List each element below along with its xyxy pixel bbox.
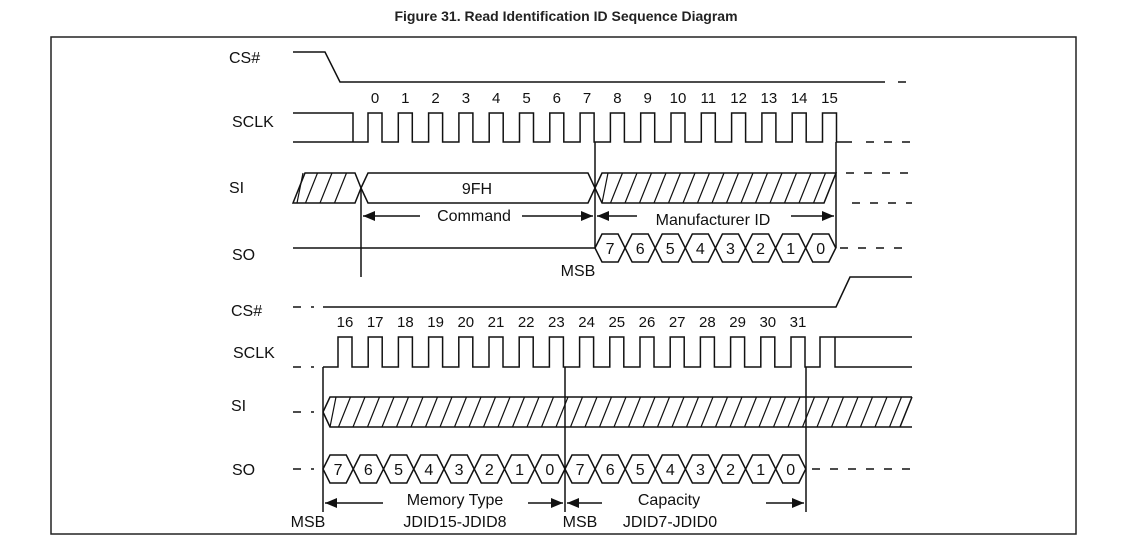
row1-clock-number: 0	[371, 90, 379, 107]
row2-clock-number: 29	[729, 314, 746, 331]
row1-so-bit-label: 0	[816, 241, 825, 258]
row2-so-capacity-bit-label: 1	[756, 462, 765, 479]
row2-clock-number: 19	[427, 314, 444, 331]
row2-so-capacity-bit-label: 7	[576, 462, 585, 479]
row1-so-bit-label: 3	[726, 241, 735, 258]
row1-cs-label: CS#	[229, 50, 260, 67]
row2-so-capacity-bit-label: 5	[636, 462, 645, 479]
row2-so-memtype-bit-label: 0	[545, 462, 554, 479]
row1-si-dontcare-bus	[594, 172, 838, 204]
row2-clock-number: 22	[518, 314, 535, 331]
row2-clock-number: 30	[759, 314, 776, 331]
row2-so-capacity-bit-label: 2	[726, 462, 735, 479]
row2-clock-number: 27	[669, 314, 686, 331]
row1-sclk-label: SCLK	[232, 114, 274, 131]
row2-sclk-label: SCLK	[233, 345, 275, 362]
row1-so-bit-label: 2	[756, 241, 765, 258]
row2-so-memtype-bit-label: 7	[334, 462, 343, 479]
row2-so-memtype-bit-label: 5	[394, 462, 403, 479]
row2-so-memtype-bit-label: 3	[455, 462, 464, 479]
row2-so-capacity-bit-label: 6	[606, 462, 615, 479]
row2-si-label: SI	[231, 398, 246, 415]
row2-so-label: SO	[232, 462, 255, 479]
row1-clock-number: 5	[522, 90, 530, 107]
row1-sclk-wave	[293, 112, 852, 143]
row1-si-dontcare-start	[291, 172, 362, 204]
row1-si-hatch-start	[296, 172, 348, 204]
row2-clock-number: 18	[397, 314, 414, 331]
figure-title: Figure 31. Read Identification ID Sequen…	[394, 8, 738, 24]
memory-type-range-label: JDID15-JDID8	[403, 514, 506, 531]
row2-si-hatch	[329, 396, 903, 428]
row1-so-bit-label: 1	[786, 241, 795, 258]
row2-clock-number: 24	[578, 314, 595, 331]
row2-cs-label: CS#	[231, 303, 262, 320]
row1-cs-wave	[293, 51, 885, 83]
row2-so-capacity-bit-label: 0	[786, 462, 795, 479]
row1-clock-number: 14	[791, 90, 808, 107]
row1-so-bit-label: 7	[606, 241, 615, 258]
capacity-label: Capacity	[638, 492, 700, 509]
msb-label-row1: MSB	[561, 263, 596, 280]
row1-clock-number: 2	[431, 90, 439, 107]
row2-so-memtype-bit-label: 6	[364, 462, 373, 479]
command-label: Command	[437, 208, 511, 225]
row2-clock-number: 26	[639, 314, 656, 331]
row2-so-capacity-bit-label: 4	[666, 462, 675, 479]
msb-label-row2-mid: MSB	[563, 514, 598, 531]
capacity-range-label: JDID7-JDID0	[623, 514, 717, 531]
row2-cs-wave	[323, 276, 912, 308]
row1-clock-number: 3	[462, 90, 470, 107]
row2-so-memtype-bit-label: 1	[515, 462, 524, 479]
row1-clock-number: 8	[613, 90, 621, 107]
row1-si-hatch	[601, 172, 827, 204]
si-command-value: 9FH	[462, 181, 492, 198]
row1-clock-number: 7	[583, 90, 591, 107]
row1-clock-number: 15	[821, 90, 838, 107]
row1-si-label: SI	[229, 180, 244, 197]
row1-clock-number: 4	[492, 90, 500, 107]
row2-clock-number: 28	[699, 314, 716, 331]
memory-type-label: Memory Type	[407, 492, 504, 509]
figure-frame	[50, 36, 1077, 535]
row2-clock-number: 23	[548, 314, 565, 331]
row1-clock-number: 9	[644, 90, 652, 107]
row2-clock-number: 20	[457, 314, 474, 331]
row2-so-capacity-bit-label: 3	[696, 462, 705, 479]
row1-clock-number: 12	[730, 90, 747, 107]
row1-so-bit-label: 4	[696, 241, 705, 258]
row1-so-bit-label: 6	[636, 241, 645, 258]
row2-sclk-wave	[323, 336, 912, 368]
row2-clock-number: 25	[608, 314, 625, 331]
manufacturer-id-label: Manufacturer ID	[656, 212, 771, 229]
row1-clock-number: 10	[670, 90, 687, 107]
row2-clock-number: 17	[367, 314, 384, 331]
row2-so-memtype-bit-label: 2	[485, 462, 494, 479]
row1-clock-number: 11	[701, 90, 717, 107]
row1-clock-number: 6	[553, 90, 561, 107]
row2-si-dontcare-bus	[322, 396, 913, 428]
row1-clock-number: 1	[401, 90, 409, 107]
row2-clock-number: 21	[488, 314, 505, 331]
row1-so-label: SO	[232, 247, 255, 264]
row1-clock-number: 13	[761, 90, 778, 107]
msb-label-row2-left: MSB	[291, 514, 326, 531]
row1-so-bit-label: 5	[666, 241, 675, 258]
row2-clock-number: 16	[337, 314, 354, 331]
row2-so-memtype-bit-label: 4	[424, 462, 433, 479]
row2-clock-number: 31	[790, 314, 807, 331]
